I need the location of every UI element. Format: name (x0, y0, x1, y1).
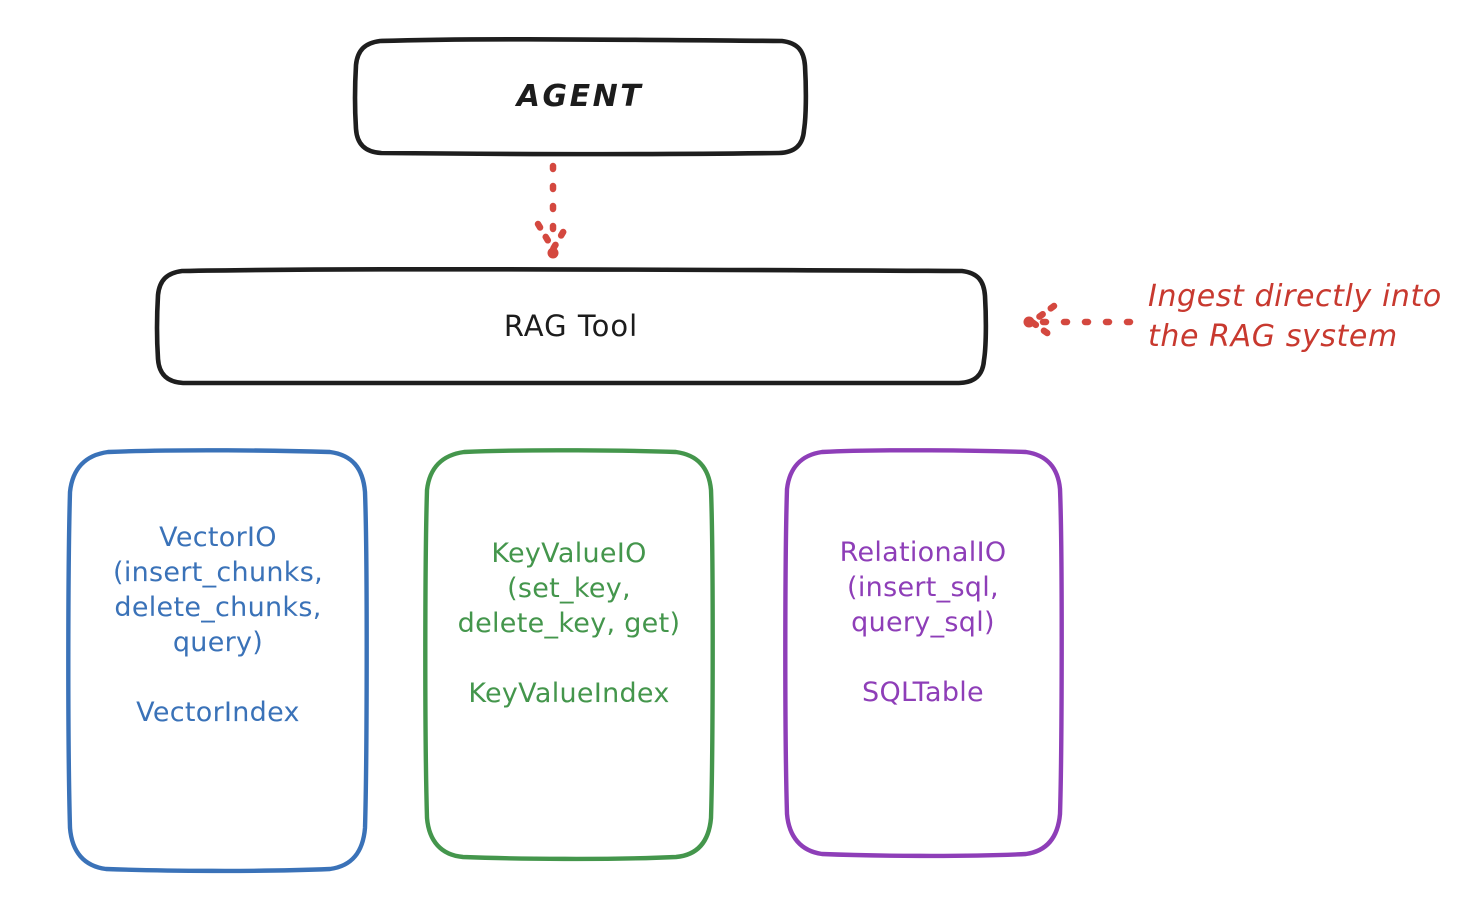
key-value-index-label: KeyValueIndex (468, 678, 670, 710)
agent-node[interactable]: AGENT (355, 40, 805, 154)
rag-tool-node[interactable]: RAG Tool (157, 270, 985, 383)
key-value-io-label: KeyValueIO (set_key, delete_key, get) (457, 538, 681, 640)
rag-tool-label: RAG Tool (503, 308, 639, 343)
ingest-annotation-text: Ingest directly into the RAG system (1148, 279, 1442, 354)
relational-io-node[interactable]: RelationalIO (insert_sql, query_sql) SQL… (786, 450, 1060, 855)
key-value-io-node[interactable]: KeyValueIO (set_key, delete_key, get) Ke… (427, 450, 711, 858)
vector-index-label: VectorIndex (136, 696, 300, 728)
sql-table-label: SQLTable (862, 676, 984, 708)
ingest-annotation-arrow (1023, 302, 1137, 342)
vector-io-node[interactable]: VectorIO (insert_chunks, delete_chunks, … (68, 450, 368, 870)
relational-io-label: RelationalIO (insert_sql, query_sql) (839, 536, 1007, 638)
agent-to-rag-tool-arrow (534, 162, 572, 259)
vector-io-label: VectorIO (insert_chunks, delete_chunks, … (113, 521, 323, 658)
agent-label: AGENT (516, 78, 644, 114)
